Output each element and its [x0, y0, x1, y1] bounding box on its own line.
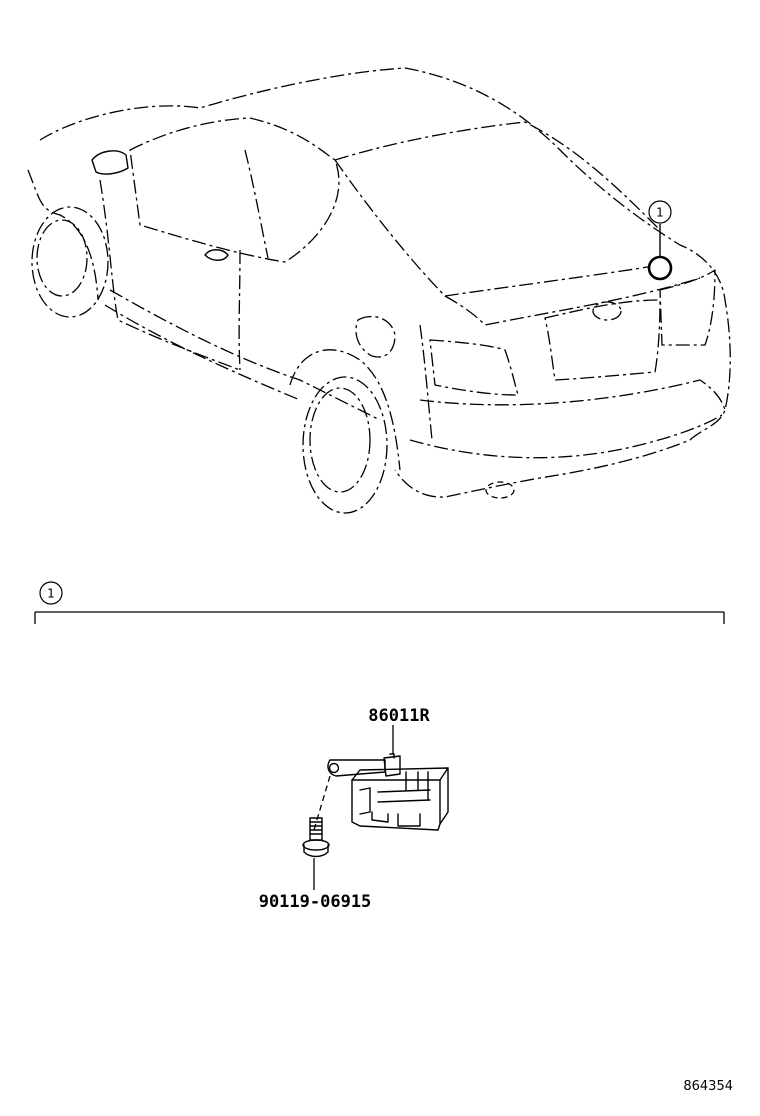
callout-top: 1 [648, 200, 672, 224]
car-illustration [27, 67, 731, 514]
diagram-reference-number: 864354 [683, 1079, 733, 1094]
part-number-sensor: 86011R [368, 706, 430, 726]
bolt-part-drawing [302, 817, 330, 858]
sensor-location-marker [647, 224, 673, 281]
part-number-bolt: 90119-06915 [259, 892, 372, 912]
section-callout: 1 [39, 581, 63, 605]
sensor-part-drawing [327, 753, 449, 831]
section-bracket [34, 611, 725, 624]
callout-top-label: 1 [656, 206, 664, 220]
callout-section-label: 1 [47, 587, 55, 601]
